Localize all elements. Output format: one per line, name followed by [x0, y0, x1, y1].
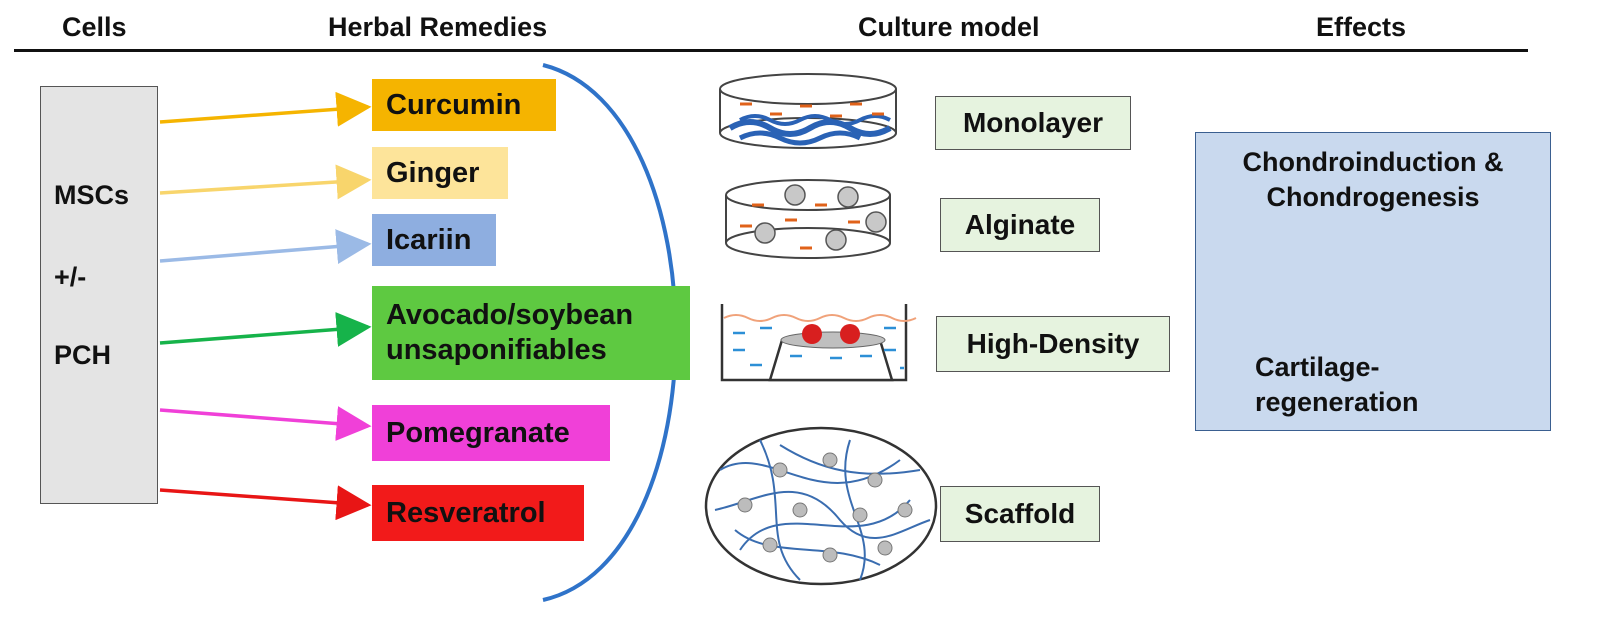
cells-msc-label: MSCs	[54, 180, 130, 210]
cells-pch-label: PCH	[54, 340, 112, 370]
remedy-pomegranate: Pomegranate	[372, 405, 610, 461]
arrow-curcumin	[159, 91, 372, 127]
remedy-avocado-soybean: Avocado/soybean unsaponifiables	[372, 286, 690, 380]
remedy-resveratrol: Resveratrol	[372, 485, 584, 541]
model-high-density: High-Density	[936, 316, 1170, 372]
header-cells: Cells	[62, 12, 127, 42]
header-herbal-remedies: Herbal Remedies	[328, 12, 548, 42]
arrow-icariin	[159, 229, 372, 265]
remedy-curcumin: Curcumin	[372, 79, 556, 131]
high-density-well-icon	[720, 304, 917, 382]
effects-bottom-text: Cartilage- regeneration	[1255, 352, 1419, 418]
effects-box	[1195, 132, 1551, 431]
cells-plusminus-label: +/-	[54, 262, 87, 292]
model-scaffold: Scaffold	[940, 486, 1100, 542]
header-culture-model: Culture model	[858, 12, 1040, 42]
cells-box	[40, 86, 158, 504]
arrow-resveratrol	[159, 485, 372, 521]
arrow-avocado	[159, 311, 372, 347]
arrow-pomegranate	[159, 406, 372, 442]
model-alginate: Alginate	[940, 198, 1100, 252]
monolayer-dish-icon	[719, 73, 897, 149]
model-monolayer: Monolayer	[935, 96, 1131, 150]
scaffold-icon	[704, 426, 938, 586]
header-effects: Effects	[1316, 12, 1407, 42]
alginate-dish-icon	[725, 179, 891, 259]
header-rule	[14, 49, 1528, 52]
remedy-icariin: Icariin	[372, 214, 496, 266]
effects-top-text: Chondroinduction & Chondrogenesis	[1242, 147, 1504, 213]
arrow-ginger	[159, 164, 372, 200]
remedy-ginger: Ginger	[372, 147, 508, 199]
